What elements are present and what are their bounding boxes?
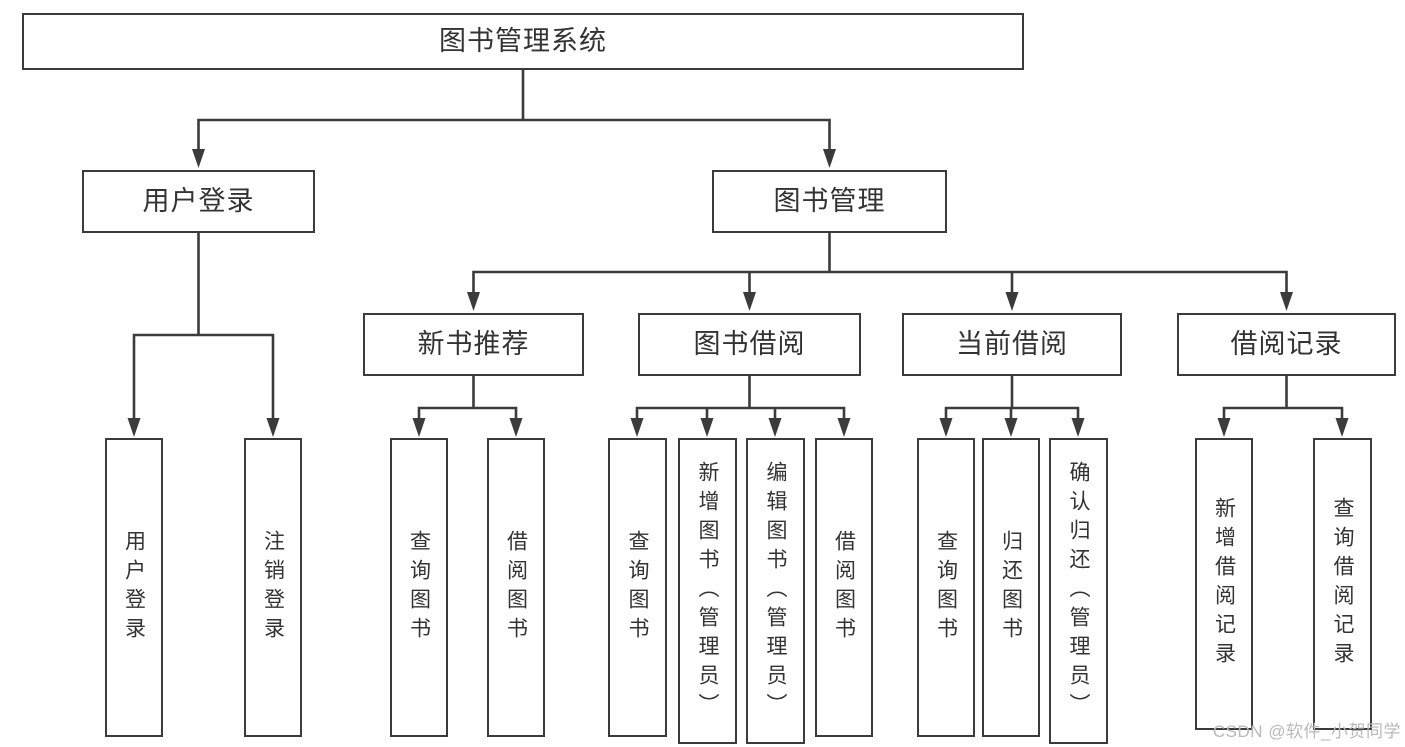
- node-label: 查询图书: [934, 529, 958, 646]
- node-label: 当前借阅: [956, 328, 1068, 359]
- node-label: 确认归还（管理员）: [1067, 460, 1090, 722]
- csdn-watermark: CSDN @软件_小贺同学: [1212, 722, 1401, 741]
- leaf-current-query-books: 查询图书: [917, 438, 975, 737]
- node-label: 注销登录: [261, 529, 285, 646]
- connector-book-borrow-to-leaves: [630, 376, 851, 437]
- leaf-edit-books-admin: 编辑图书（管理员）: [746, 438, 805, 744]
- node-label: 借阅图书: [832, 529, 856, 646]
- connector-root-to-level2: [192, 70, 836, 168]
- node-library-management-system: 图书管理系统: [22, 13, 1024, 70]
- node-label: 借阅图书: [504, 529, 528, 646]
- node-label: 新增图书（管理员）: [696, 460, 719, 722]
- leaf-user-login: 用户登录: [105, 438, 163, 737]
- node-label: 用户登录: [142, 185, 255, 216]
- leaf-confirm-return-admin: 确认归还（管理员）: [1049, 438, 1108, 744]
- node-book-management: 图书管理: [712, 170, 947, 233]
- node-new-book-recommend: 新书推荐: [363, 313, 584, 376]
- connector-new-book-recommend-to-leaves: [412, 376, 523, 437]
- node-label: 用户登录: [122, 529, 146, 646]
- node-label: 编辑图书（管理员）: [764, 460, 787, 722]
- leaf-recommend-borrow-books: 借阅图书: [487, 438, 545, 737]
- connector-current-borrow-to-leaves: [939, 376, 1085, 437]
- node-label: 查询借阅记录: [1331, 497, 1354, 671]
- node-user-login: 用户登录: [82, 170, 315, 233]
- leaf-logout: 注销登录: [244, 438, 302, 737]
- leaf-recommend-query-books: 查询图书: [390, 438, 448, 737]
- node-label: 新书推荐: [417, 328, 530, 359]
- node-label: 查询图书: [626, 529, 649, 646]
- leaf-return-books: 归还图书: [982, 438, 1040, 737]
- node-label: 查询图书: [407, 529, 431, 646]
- node-label: 新增借阅记录: [1212, 497, 1236, 671]
- leaf-borrow-query-books: 查询图书: [608, 438, 667, 737]
- node-label: 图书借阅: [693, 328, 806, 359]
- leaf-query-borrow-record: 查询借阅记录: [1313, 438, 1372, 730]
- leaf-borrow-borrow-books: 借阅图书: [815, 438, 873, 737]
- connector-borrow-records-to-leaves: [1217, 376, 1349, 437]
- node-current-borrow: 当前借阅: [902, 313, 1122, 376]
- node-book-borrow: 图书借阅: [638, 313, 861, 376]
- leaf-add-borrow-record: 新增借阅记录: [1195, 438, 1253, 730]
- connector-book-management-to-level3: [467, 233, 1293, 311]
- node-borrow-records: 借阅记录: [1177, 313, 1396, 376]
- node-label: 归还图书: [999, 529, 1023, 646]
- connector-user-login-to-leaves: [127, 233, 280, 437]
- node-label: 图书管理系统: [439, 25, 607, 56]
- node-label: 图书管理: [773, 185, 886, 216]
- leaf-add-books-admin: 新增图书（管理员）: [678, 438, 737, 744]
- node-label: 借阅记录: [1230, 328, 1343, 359]
